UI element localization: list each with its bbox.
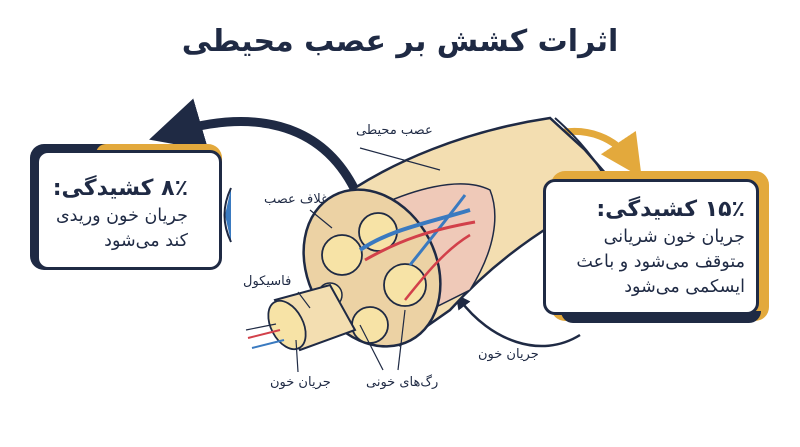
right-box-line-3: ایسکمی می‌شود <box>624 277 745 297</box>
arrow-to-left-box <box>149 98 360 195</box>
left-box-heading: ۸٪ کشیدگی: <box>52 176 188 201</box>
label-nerve: عصب محیطی <box>356 123 433 138</box>
left-box-line-1: جریان خون وریدی <box>55 206 188 226</box>
label-blood-flow-left: جریان خون <box>270 375 331 390</box>
page-title: اثرات کشش بر عصب محیطی <box>181 24 619 59</box>
left-stretch-box: ۸٪ کشیدگی: جریان خون وریدی کند می‌شود <box>30 144 236 275</box>
right-box-heading: ۱۵٪ کشیدگی: <box>596 197 745 222</box>
right-box-line-2: متوقف می‌شود و باعث <box>576 252 745 272</box>
right-stretch-box: ۱۵٪ کشیدگی: جریان خون شریانی متوقف می‌شو… <box>543 171 771 325</box>
arrow-from-right-box <box>455 294 581 348</box>
label-blood-vessels: رگ‌های خونی <box>366 375 439 390</box>
left-box-line-2: کند می‌شود <box>104 231 188 251</box>
label-sheath: غلاف عصب <box>264 192 328 207</box>
artery-branch <box>364 220 476 262</box>
artery-branch-2 <box>404 233 471 301</box>
fascicle-1 <box>321 234 363 276</box>
label-fascicle: فاسیکول <box>243 274 292 289</box>
vein-branch <box>358 208 471 252</box>
label-blood-flow-right: جریان خون <box>478 347 539 362</box>
fascicle-4 <box>351 306 389 344</box>
fascicle-3 <box>383 263 427 307</box>
right-box-line-1: جریان خون شریانی <box>603 227 745 247</box>
